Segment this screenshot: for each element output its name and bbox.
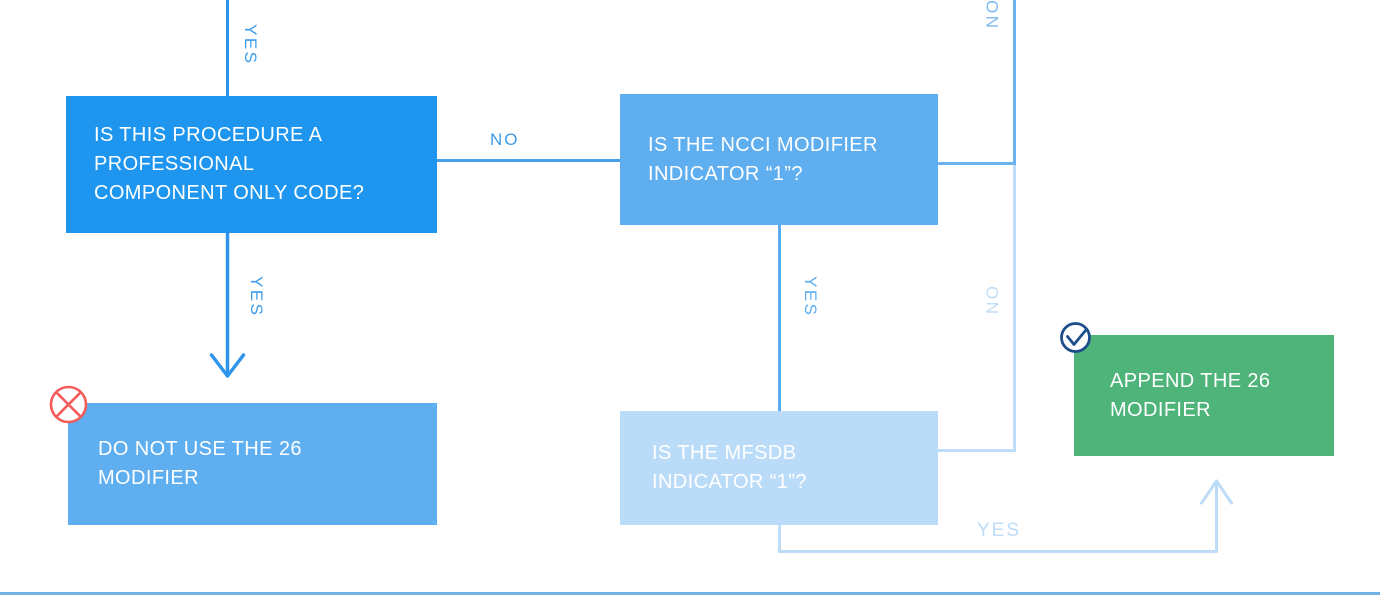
edge-yes-into-professional-question [226,0,229,96]
node-ncci-modifier-question: IS THE NCCI MODIFIER INDICATOR “1”? [620,94,938,225]
edge-no-mfsdb-upward-horizontal [938,449,1016,452]
edge-label-no-ncci: NO [983,0,1002,28]
edge-yes-ncci-to-mfsdb [778,225,781,411]
node-mfsdb-indicator-text: IS THE MFSDB INDICATOR “1”? [652,442,807,493]
edge-label-no-mfsdb: NO [983,283,1002,315]
edge-no-mfsdb-upward-vertical [1013,165,1016,452]
edge-label-yes-append: YES [977,520,1022,541]
down-arrow [209,231,246,378]
edge-label-yes-ncci: YES [801,276,820,318]
edge-no-professional-to-ncci [437,159,620,162]
edge-label-yes-top: YES [241,24,260,66]
edge-no-ncci-upward-horizontal [938,162,1016,165]
footer-divider [0,592,1380,595]
node-append-modifier: APPEND THE 26 MODIFIER [1074,335,1334,456]
node-do-not-use-text: DO NOT USE THE 26 MODIFIER [98,438,302,489]
node-mfsdb-indicator-question: IS THE MFSDB INDICATOR “1”? [620,411,938,525]
node-professional-component-text: IS THIS PROCEDURE A PROFESSIONAL COMPONE… [94,124,365,204]
node-do-not-use-modifier: DO NOT USE THE 26 MODIFIER [68,403,437,525]
node-append-text: APPEND THE 26 MODIFIER [1110,369,1271,421]
edge-label-no-professional: NO [490,130,520,149]
edge-no-ncci-upward-vertical [1013,0,1016,165]
node-ncci-modifier-text: IS THE NCCI MODIFIER INDICATOR “1”? [648,133,878,185]
edge-label-yes-do-not-use: YES [247,276,266,318]
node-professional-component-question: IS THIS PROCEDURE A PROFESSIONAL COMPONE… [66,96,437,233]
